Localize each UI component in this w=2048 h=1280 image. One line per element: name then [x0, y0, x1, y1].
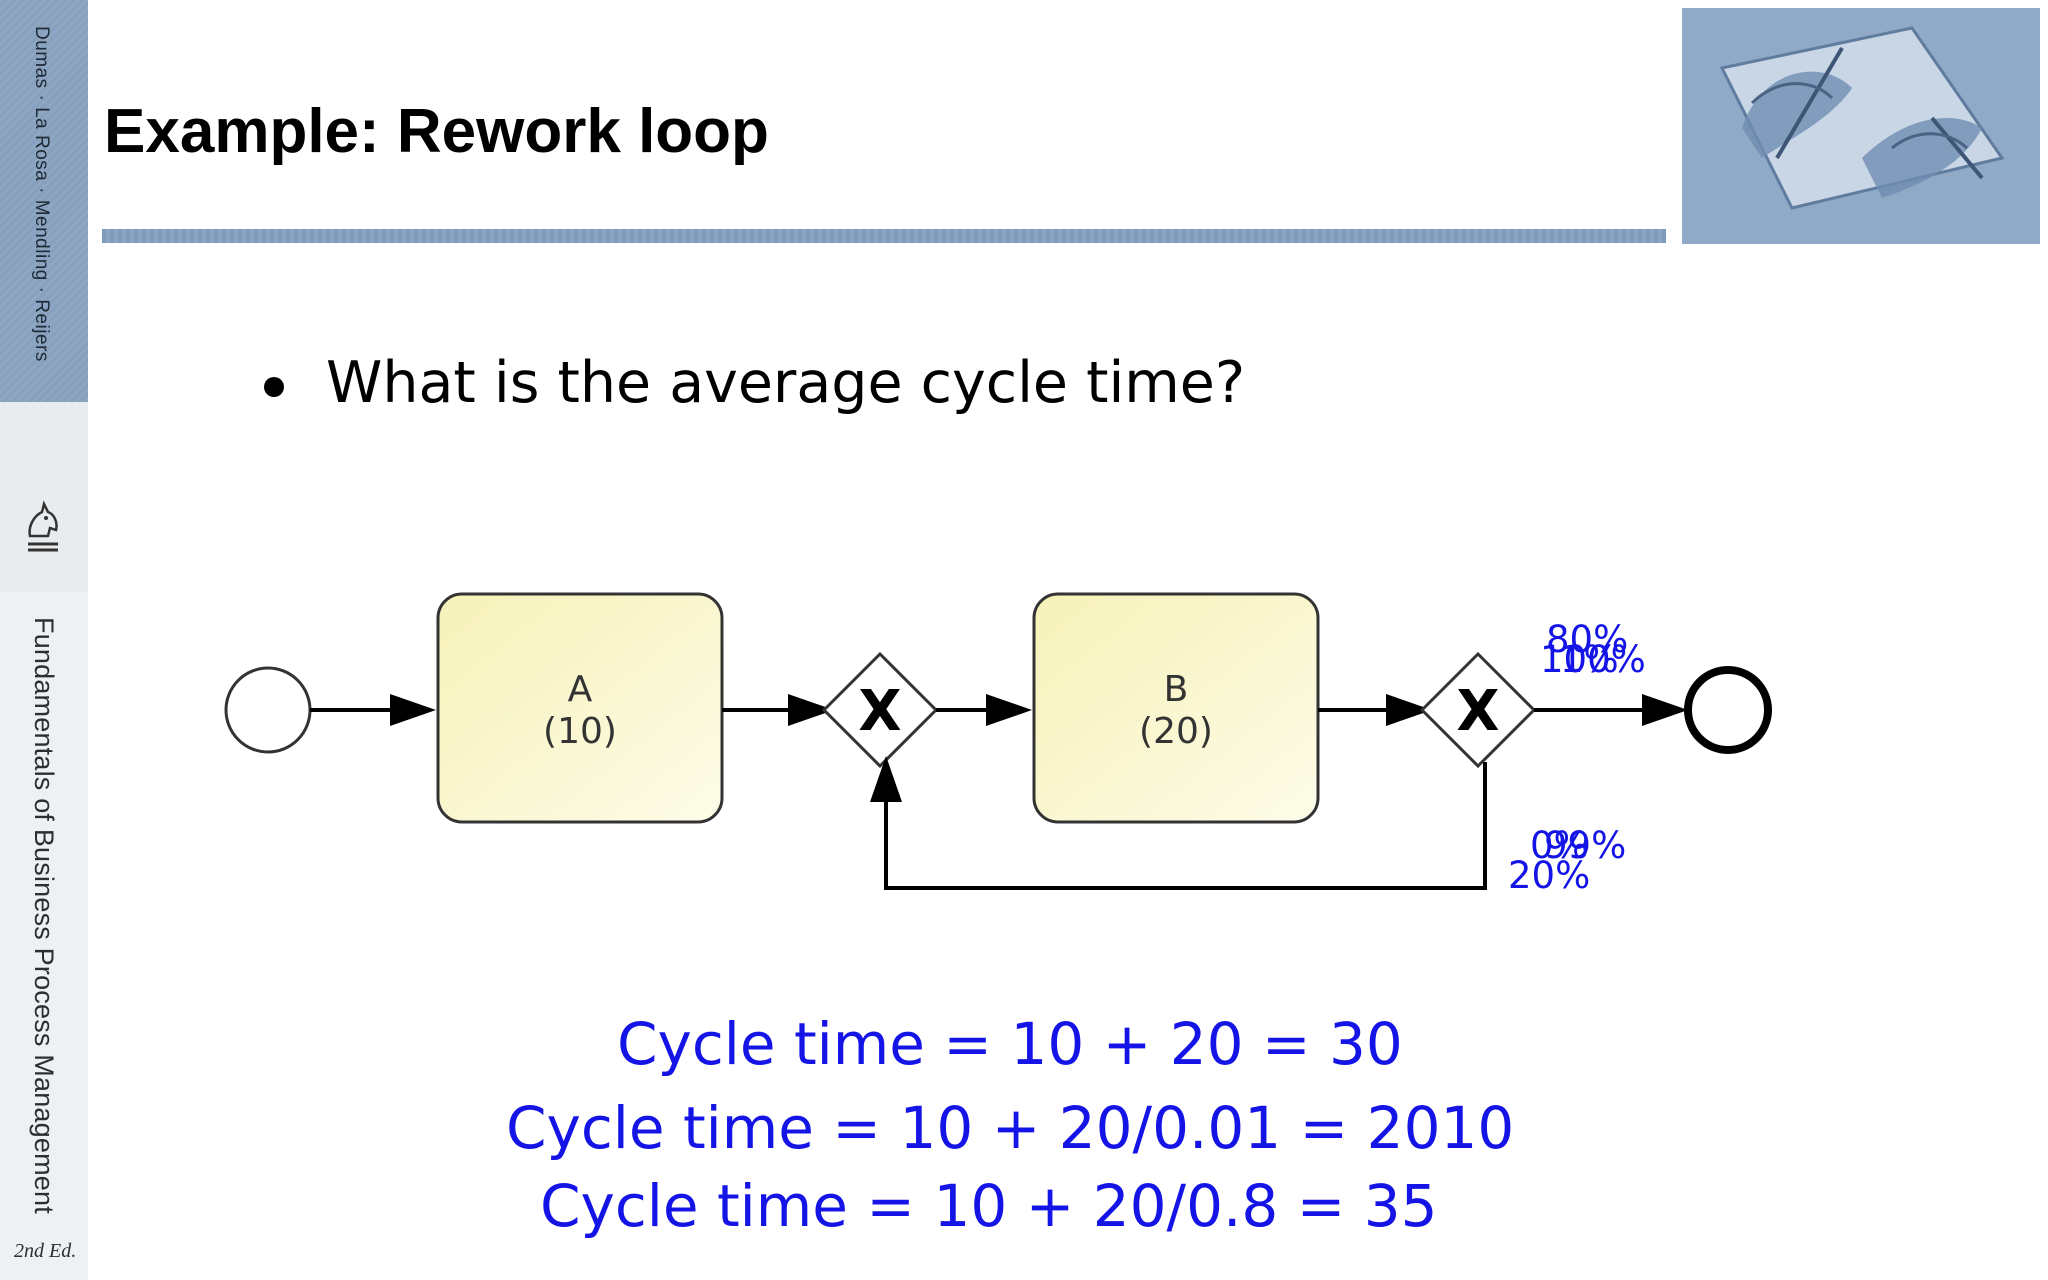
flow-a-to-gateway-1: [722, 694, 834, 726]
formula-cycle-time-2: Cycle time = 10 + 20/0.01 = 2010: [506, 1094, 1515, 1162]
gateway-split: X: [1419, 651, 1537, 769]
flow-gateway-2-to-end: [1534, 694, 1688, 726]
spine-title-band: Fundamentals of Business Process Managem…: [0, 592, 88, 1280]
loop-probability-1: 0%: [1530, 824, 1589, 867]
springer-horse-logo-icon: [20, 498, 66, 554]
bpmn-rework-diagram: A (10) X B (20): [210, 580, 1810, 920]
task-b: B (20): [1032, 592, 1320, 824]
spine-edition: 2nd Ed.: [14, 1240, 77, 1262]
task-a: A (10): [436, 592, 724, 824]
task-b-duration: (20): [1139, 711, 1213, 752]
exit-probability-2: 100%: [1540, 638, 1646, 681]
header-drawing-hands-image: [1682, 8, 2040, 244]
gateway-merge-x-icon: X: [858, 679, 901, 744]
gateway-split-x-icon: X: [1456, 679, 1499, 744]
exit-probability-3: 1%: [1560, 638, 1619, 681]
flow-b-to-gateway-2: [1318, 694, 1432, 726]
bullet-question: What is the average cycle time?: [326, 350, 1246, 416]
spine-authors: Dumas · La Rosa · Mendling · Reijers: [31, 26, 52, 362]
slide-title: Example: Rework loop: [104, 97, 769, 166]
start-event: [224, 666, 312, 754]
exit-probability-1: 80%: [1546, 618, 1628, 661]
formula-cycle-time-3: Cycle time = 10 + 20/0.8 = 35: [540, 1172, 1438, 1240]
task-a-duration: (10): [543, 711, 617, 752]
gateway-merge: X: [821, 651, 939, 769]
bullet-dot: [264, 377, 284, 397]
spine-author-band: Dumas · La Rosa · Mendling · Reijers: [0, 0, 88, 402]
flow-start-to-a: [310, 694, 436, 726]
flow-rework-loop: [870, 756, 1487, 890]
spine-book-title: Fundamentals of Business Process Managem…: [29, 617, 59, 1214]
spine-logo-band: [0, 402, 88, 592]
loop-probability-2: 99%: [1544, 824, 1626, 867]
loop-probability-3: 20%: [1508, 854, 1590, 897]
task-a-name: A: [568, 669, 593, 710]
end-event: [1684, 666, 1772, 754]
header-rule: [102, 229, 1666, 243]
task-b-name: B: [1164, 669, 1189, 710]
formula-cycle-time-1: Cycle time = 10 + 20 = 30: [617, 1010, 1403, 1078]
flow-gateway-1-to-b: [936, 694, 1032, 726]
